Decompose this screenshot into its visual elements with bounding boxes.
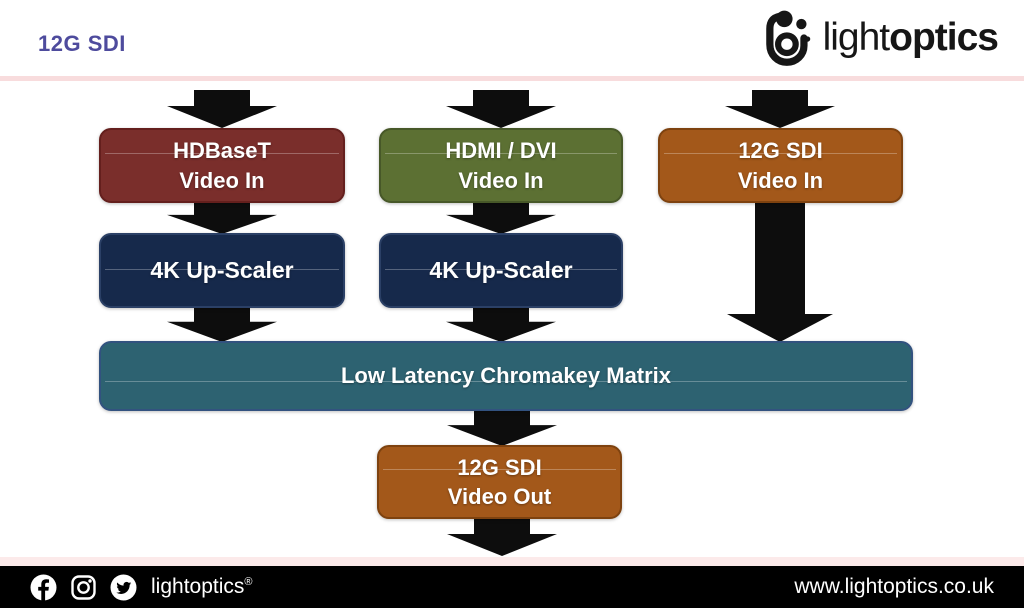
node-label-line1: HDBaseT (173, 138, 271, 164)
flow-arrow-hdmi-to-upscaler-icon (446, 201, 556, 234)
twitter-icon[interactable] (110, 574, 137, 601)
node-label: 4K Up-Scaler (150, 257, 294, 284)
lightoptics-logo[interactable]: lightoptics (759, 6, 999, 70)
node-4k-upscaler-left: 4K Up-Scaler (99, 233, 345, 308)
footer-brand: lightoptics® (151, 575, 253, 598)
node-label-line2: Video Out (447, 484, 552, 509)
node-label-line2: Video In (458, 167, 544, 193)
footer-website-link[interactable]: www.lightoptics.co.uk (794, 575, 994, 598)
flow-arrow-upscaler-left-to-matrix-icon (167, 307, 277, 342)
flow-arrow-hdbaset-to-upscaler-icon (167, 201, 277, 234)
instagram-icon[interactable] (70, 574, 97, 601)
facebook-icon[interactable] (30, 574, 57, 601)
node-label-line2: Video In (737, 167, 824, 193)
footer: lightoptics® www.lightoptics.co.uk (0, 566, 1024, 608)
node-12g-sdi-video-in: 12G SDI Video In (658, 128, 903, 203)
flow-arrow-upscaler-mid-to-matrix-icon (446, 307, 556, 342)
social-links (30, 574, 137, 601)
flow-arrow-into-sdi-in-icon (725, 90, 835, 128)
node-label-line1: HDMI / DVI (445, 138, 557, 164)
page-title: 12G SDI (38, 31, 126, 56)
node-4k-upscaler-mid: 4K Up-Scaler (379, 233, 623, 308)
lightoptics-logo-text: lightoptics (822, 16, 999, 59)
flow-arrow-sdi-out-output-icon (447, 518, 557, 556)
node-label-line1: 12G SDI (457, 454, 542, 480)
flow-arrow-matrix-to-sdi-out-icon (447, 410, 557, 446)
node-low-latency-chromakey-matrix: Low Latency Chromakey Matrix (99, 341, 913, 411)
node-hdbaset-video-in: HDBaseT Video In (99, 128, 345, 203)
node-label-line2: Video In (179, 167, 265, 193)
flow-arrow-into-hdbaset-icon (167, 90, 277, 128)
node-label: 4K Up-Scaler (429, 257, 573, 284)
flow-arrow-into-hdmi-icon (446, 90, 556, 128)
node-label-line1: 12G SDI (738, 138, 823, 164)
flow-arrow-sdi-in-to-matrix-icon (727, 201, 833, 342)
node-label: Low Latency Chromakey Matrix (340, 363, 672, 389)
node-hdmi-dvi-video-in: HDMI / DVI Video In (379, 128, 623, 203)
node-12g-sdi-video-out: 12G SDI Video Out (377, 445, 622, 519)
lightoptics-logo-icon (765, 10, 810, 66)
header-divider (0, 76, 1024, 81)
footer-divider (0, 557, 1024, 566)
registered-mark: ® (244, 576, 253, 588)
